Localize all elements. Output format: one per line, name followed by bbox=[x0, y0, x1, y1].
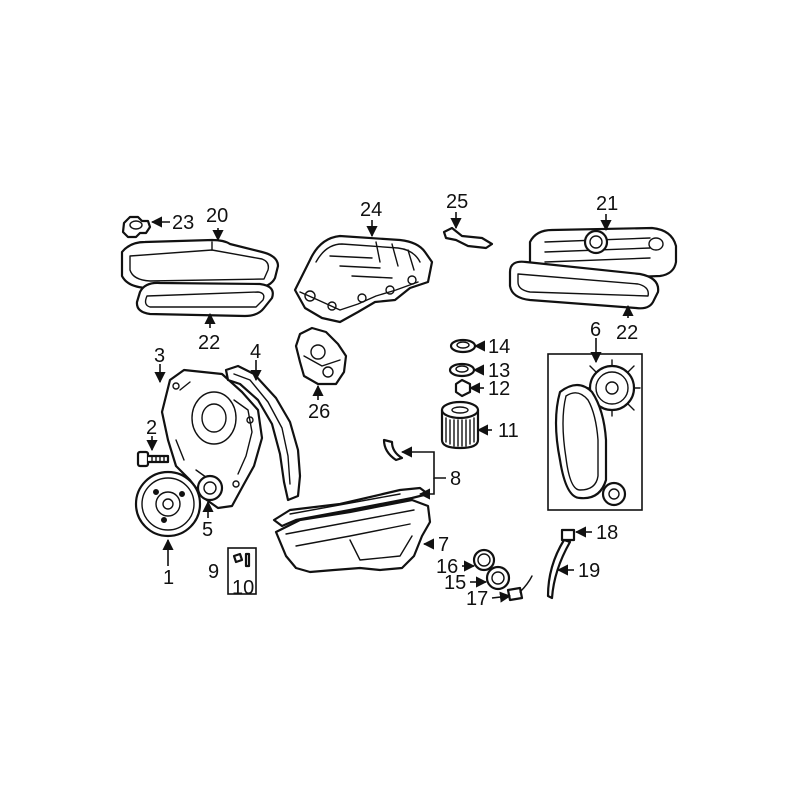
callout-18: 18 bbox=[596, 522, 618, 544]
timing-chain-set bbox=[547, 353, 643, 511]
valve-cover-gasket-left bbox=[135, 281, 274, 318]
callout-13: 13 bbox=[488, 360, 510, 382]
callout-8: 8 bbox=[450, 468, 461, 490]
callout-25: 25 bbox=[446, 191, 468, 213]
callout-1: 1 bbox=[163, 567, 174, 589]
callout-23: 23 bbox=[172, 212, 194, 234]
callout-6: 6 bbox=[590, 319, 601, 341]
callout-11: 11 bbox=[498, 420, 519, 442]
valve-cover-left bbox=[120, 238, 280, 290]
callout-12: 12 bbox=[488, 378, 510, 400]
oil-pump bbox=[294, 326, 348, 386]
callout-15: 15 bbox=[444, 572, 466, 594]
callout-14: 14 bbox=[488, 336, 510, 358]
callout-4: 4 bbox=[250, 341, 261, 363]
throttle-body-gasket bbox=[442, 226, 494, 250]
filter-adapter bbox=[448, 362, 476, 378]
callout-9: 9 bbox=[208, 561, 219, 583]
valve-cover-gasket-right bbox=[508, 260, 660, 310]
oil-pan bbox=[274, 498, 432, 574]
key-and-pin bbox=[227, 547, 257, 595]
callout-22-left: 22 bbox=[198, 332, 220, 354]
callout-17: 17 bbox=[466, 588, 488, 610]
leader-lines bbox=[146, 212, 634, 603]
dipstick bbox=[546, 528, 576, 600]
seal-16 bbox=[472, 548, 496, 572]
timing-cover-gasket bbox=[224, 364, 302, 502]
callout-labels: 1 2 3 4 5 6 7 8 9 10 11 12 13 14 15 16 1… bbox=[146, 191, 638, 610]
intake-manifold bbox=[293, 234, 434, 324]
callout-5: 5 bbox=[202, 519, 213, 541]
filter-fitting bbox=[454, 378, 472, 398]
callout-7: 7 bbox=[438, 534, 449, 556]
timing-cover bbox=[160, 368, 264, 510]
callout-3: 3 bbox=[154, 345, 165, 367]
callout-26: 26 bbox=[308, 401, 330, 423]
bolt bbox=[136, 450, 170, 468]
vibration-damper bbox=[134, 470, 202, 538]
oil-filler-cap bbox=[121, 215, 152, 239]
callout-24: 24 bbox=[360, 199, 382, 221]
callout-19: 19 bbox=[578, 560, 600, 582]
callout-22-right: 22 bbox=[616, 322, 638, 344]
callout-10: 10 bbox=[232, 577, 254, 599]
callout-21: 21 bbox=[596, 193, 618, 215]
callout-20: 20 bbox=[206, 205, 228, 227]
callout-16: 16 bbox=[436, 556, 458, 578]
callout-2: 2 bbox=[146, 417, 157, 439]
connector bbox=[506, 575, 533, 602]
oil-filter bbox=[440, 400, 480, 450]
sending-unit bbox=[485, 565, 511, 591]
front-seal bbox=[196, 474, 224, 502]
seal-14 bbox=[449, 338, 477, 354]
